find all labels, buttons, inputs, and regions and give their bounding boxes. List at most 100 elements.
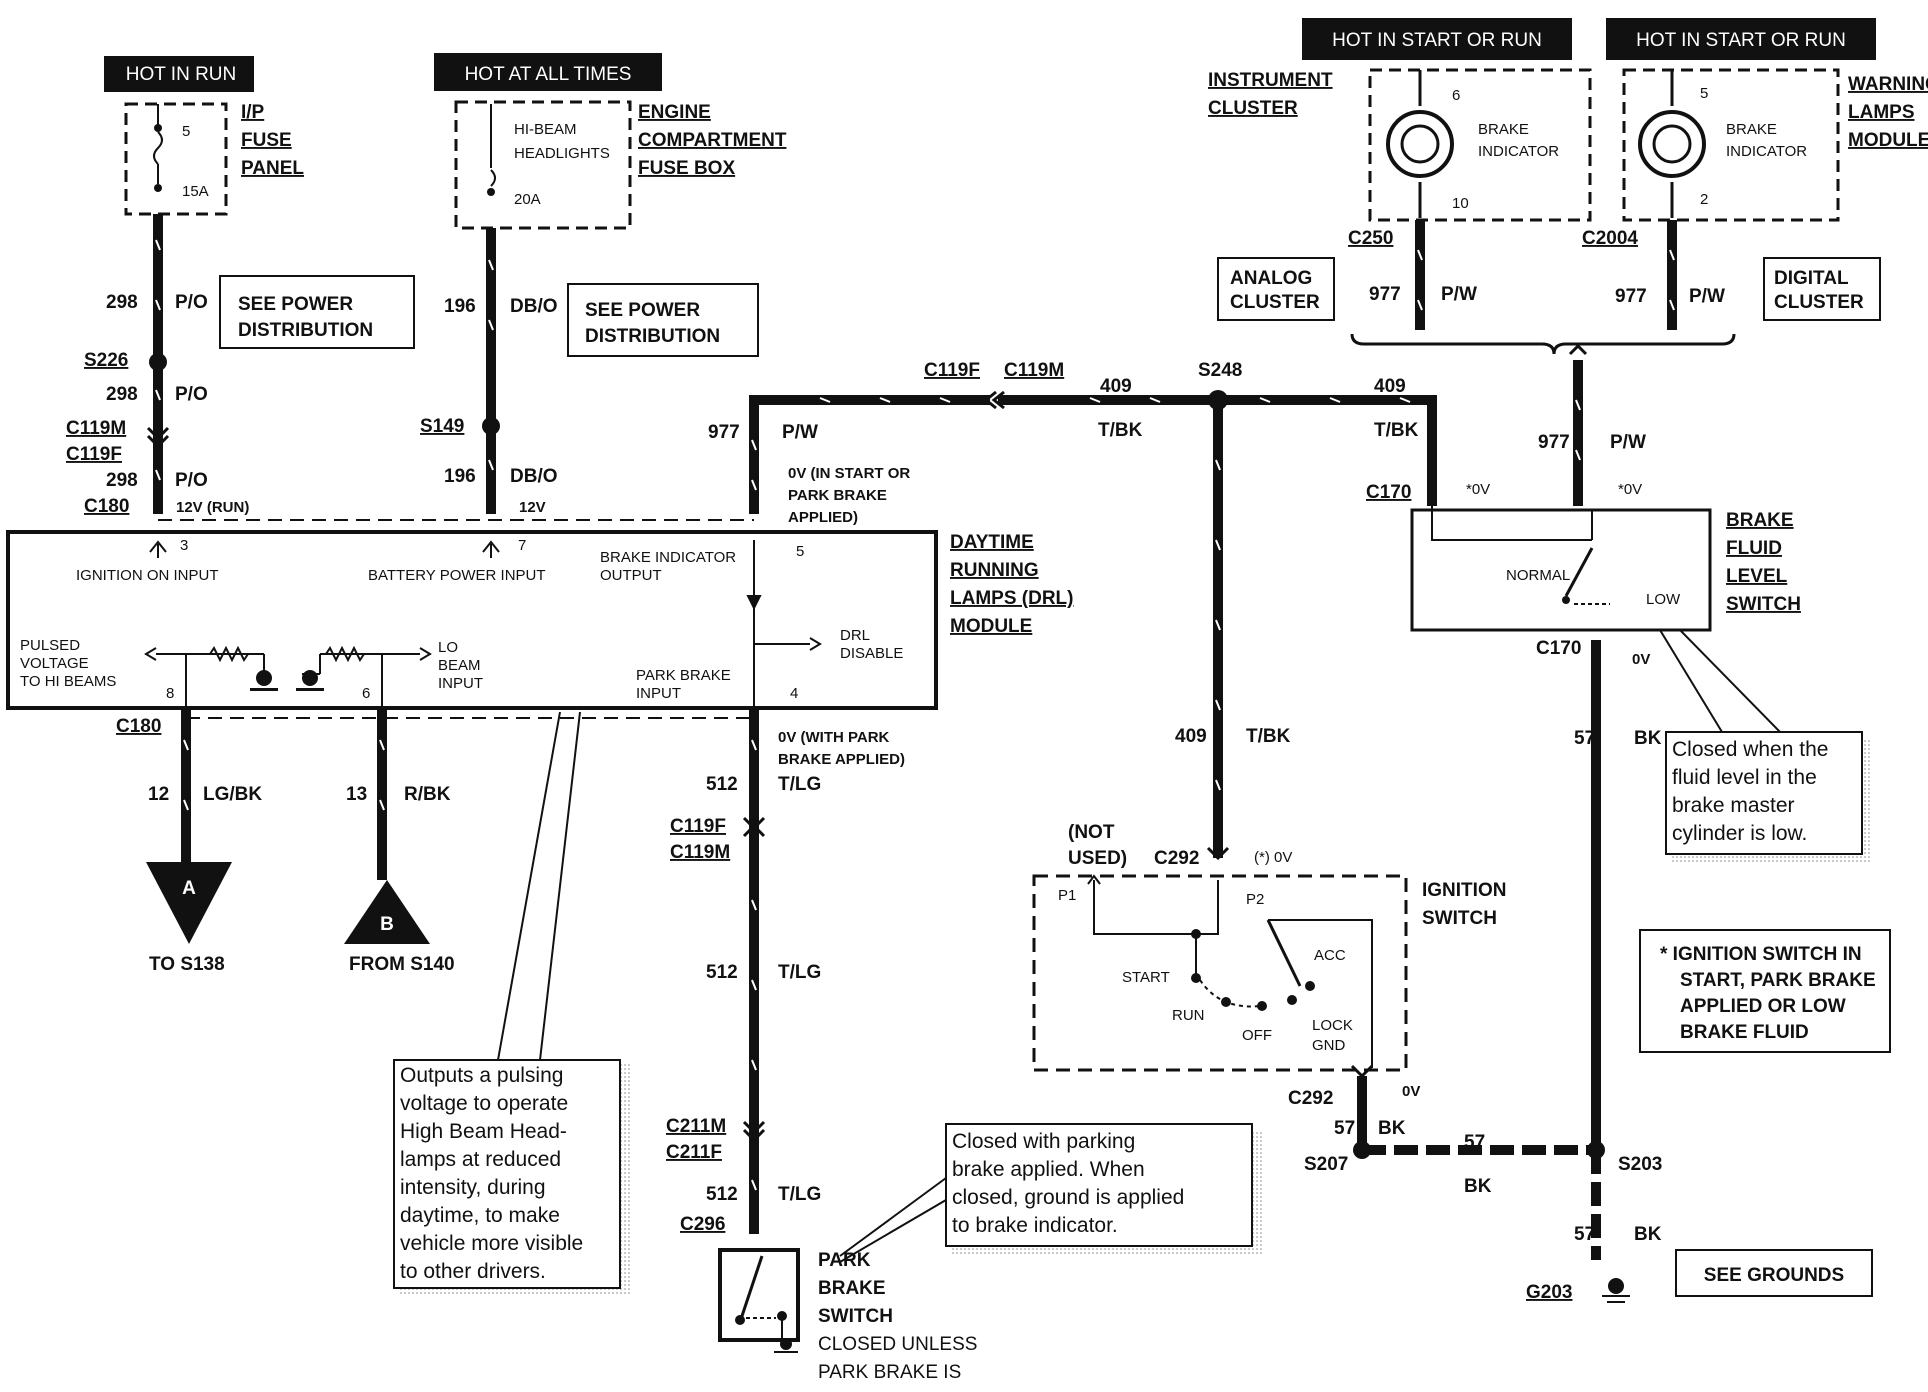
svg-text:VOLTAGE: VOLTAGE xyxy=(20,655,89,672)
svg-text:S207: S207 xyxy=(1304,1154,1348,1175)
svg-text:* IGNITION SWITCH IN: * IGNITION SWITCH IN xyxy=(1660,944,1862,965)
engine-compartment-fuse-box: HI-BEAM HEADLIGHTS 20A ENGINE COMPARTMEN… xyxy=(454,100,787,230)
svg-text:3: 3 xyxy=(180,537,188,554)
svg-text:HOT IN START OR RUN: HOT IN START OR RUN xyxy=(1636,30,1846,51)
svg-text:TO HI BEAMS: TO HI BEAMS xyxy=(20,673,116,690)
svg-text:RUN: RUN xyxy=(1172,1007,1205,1024)
svg-text:OUTPUT: OUTPUT xyxy=(600,567,662,584)
svg-text:DISTRIBUTION: DISTRIBUTION xyxy=(585,326,720,347)
svg-text:to other drivers.: to other drivers. xyxy=(400,1260,546,1283)
svg-text:OFF: OFF xyxy=(1242,1027,1272,1044)
svg-text:C119M: C119M xyxy=(1004,360,1064,381)
svg-text:HOT AT ALL TIMES: HOT AT ALL TIMES xyxy=(465,64,632,85)
svg-text:0V (WITH PARK: 0V (WITH PARK xyxy=(778,729,890,746)
svg-text:5: 5 xyxy=(1700,85,1708,102)
svg-text:5: 5 xyxy=(182,123,190,140)
svg-text:977: 977 xyxy=(1369,284,1401,305)
svg-text:512: 512 xyxy=(706,962,738,983)
svg-text:196: 196 xyxy=(444,296,476,317)
svg-text:C119F: C119F xyxy=(924,360,980,381)
svg-text:LG/BK: LG/BK xyxy=(203,784,262,805)
wire-labels: 298 P/O 298 P/O 298 P/O 196 DB/O 196 DB/… xyxy=(106,284,1725,1245)
svg-text:ENGINE: ENGINE xyxy=(638,102,711,123)
svg-text:4: 4 xyxy=(790,685,798,702)
svg-text:MODULE: MODULE xyxy=(950,616,1032,637)
svg-text:CLUSTER: CLUSTER xyxy=(1208,98,1298,119)
svg-text:APPLIED OR LOW: APPLIED OR LOW xyxy=(1680,996,1846,1017)
svg-text:P/W: P/W xyxy=(1610,432,1646,453)
svg-text:S203: S203 xyxy=(1618,1154,1662,1175)
svg-text:SWITCH: SWITCH xyxy=(1422,908,1497,929)
svg-text:*0V: *0V xyxy=(1618,481,1642,498)
svg-text:APPLIED): APPLIED) xyxy=(788,509,858,526)
svg-text:(NOT: (NOT xyxy=(1068,822,1115,843)
svg-text:WARNING: WARNING xyxy=(1848,74,1928,95)
svg-text:12: 12 xyxy=(148,784,169,805)
svg-text:S248: S248 xyxy=(1198,360,1242,381)
svg-text:S226: S226 xyxy=(84,350,128,371)
svg-text:5: 5 xyxy=(796,543,804,560)
hot-in-run-label: HOT IN RUN xyxy=(104,56,254,92)
svg-text:brake applied. When: brake applied. When xyxy=(952,1158,1145,1181)
hot-start-run-label-1: HOT IN START OR RUN xyxy=(1302,18,1572,60)
svg-text:P/W: P/W xyxy=(1689,286,1725,307)
svg-text:DRL: DRL xyxy=(840,627,870,644)
svg-text:DB/O: DB/O xyxy=(510,296,558,317)
svg-text:ANALOG: ANALOG xyxy=(1230,268,1312,289)
svg-text:15A: 15A xyxy=(182,183,209,200)
svg-text:BRAKE INDICATOR: BRAKE INDICATOR xyxy=(600,549,736,566)
warning-lamps-module: WARNING LAMPS MODULE 5 2 BRAKE INDICATOR… xyxy=(1582,68,1928,249)
svg-text:C292: C292 xyxy=(1288,1088,1333,1109)
svg-text:977: 977 xyxy=(1538,432,1570,453)
svg-text:LOCK: LOCK xyxy=(1312,1017,1353,1034)
svg-text:C119M: C119M xyxy=(66,418,126,439)
svg-text:NORMAL: NORMAL xyxy=(1506,567,1570,584)
svg-text:T/BK: T/BK xyxy=(1246,726,1291,747)
connector-marks xyxy=(146,343,1588,1143)
drl-module: DAYTIME RUNNING LAMPS (DRL) MODULE IGNIT… xyxy=(6,519,1073,719)
svg-text:A: A xyxy=(182,878,196,899)
svg-text:BRAKE: BRAKE xyxy=(818,1278,886,1299)
svg-text:vehicle more visible: vehicle more visible xyxy=(400,1232,583,1255)
svg-text:0V: 0V xyxy=(1402,1083,1420,1100)
svg-text:HOT IN RUN: HOT IN RUN xyxy=(126,64,236,85)
svg-text:C170: C170 xyxy=(1536,638,1581,659)
svg-text:P/W: P/W xyxy=(782,422,818,443)
svg-text:BRAKE: BRAKE xyxy=(1726,121,1777,138)
svg-text:512: 512 xyxy=(706,1184,738,1205)
svg-text:0V (IN START OR: 0V (IN START OR xyxy=(788,465,910,482)
svg-text:(*) 0V: (*) 0V xyxy=(1254,849,1292,866)
svg-text:DISTRIBUTION: DISTRIBUTION xyxy=(238,320,373,341)
svg-text:CLOSED UNLESS: CLOSED UNLESS xyxy=(818,1334,977,1355)
ground-icon xyxy=(774,1338,798,1353)
svg-text:409: 409 xyxy=(1100,376,1132,397)
svg-text:LAMPS: LAMPS xyxy=(1848,102,1915,123)
svg-text:C170: C170 xyxy=(1366,482,1411,503)
brake-indicator-icon xyxy=(1638,110,1706,178)
svg-text:196: 196 xyxy=(444,466,476,487)
svg-text:PANEL: PANEL xyxy=(241,158,304,179)
svg-text:PARK BRAKE: PARK BRAKE xyxy=(636,667,731,684)
svg-text:*0V: *0V xyxy=(1466,481,1490,498)
svg-text:IGNITION ON INPUT: IGNITION ON INPUT xyxy=(76,567,219,584)
splices xyxy=(149,353,1605,1159)
svg-text:I/P: I/P xyxy=(241,102,265,123)
svg-text:CLUSTER: CLUSTER xyxy=(1230,292,1320,313)
svg-text:DB/O: DB/O xyxy=(510,466,558,487)
svg-text:C119F: C119F xyxy=(670,816,726,837)
see-power-distribution-box-2: SEE POWER DISTRIBUTION xyxy=(567,283,759,357)
svg-text:P/O: P/O xyxy=(175,292,208,313)
svg-text:BK: BK xyxy=(1464,1176,1492,1197)
svg-text:S149: S149 xyxy=(420,416,464,437)
svg-text:409: 409 xyxy=(1374,376,1406,397)
svg-text:C180: C180 xyxy=(116,716,161,737)
svg-text:T/BK: T/BK xyxy=(1098,420,1143,441)
output-b: B FROM S140 xyxy=(344,880,455,975)
svg-text:C119M: C119M xyxy=(670,842,730,863)
svg-text:MODULE: MODULE xyxy=(1848,130,1928,151)
svg-text:FUSE BOX: FUSE BOX xyxy=(638,158,735,179)
svg-text:BK: BK xyxy=(1634,1224,1662,1245)
note-fluid-low: Closed when the fluid level in the brake… xyxy=(1659,629,1872,862)
voltage-labels: 12V (RUN) 12V 0V (IN START OR PARK BRAKE… xyxy=(176,465,1650,1100)
svg-text:57: 57 xyxy=(1464,1132,1485,1153)
